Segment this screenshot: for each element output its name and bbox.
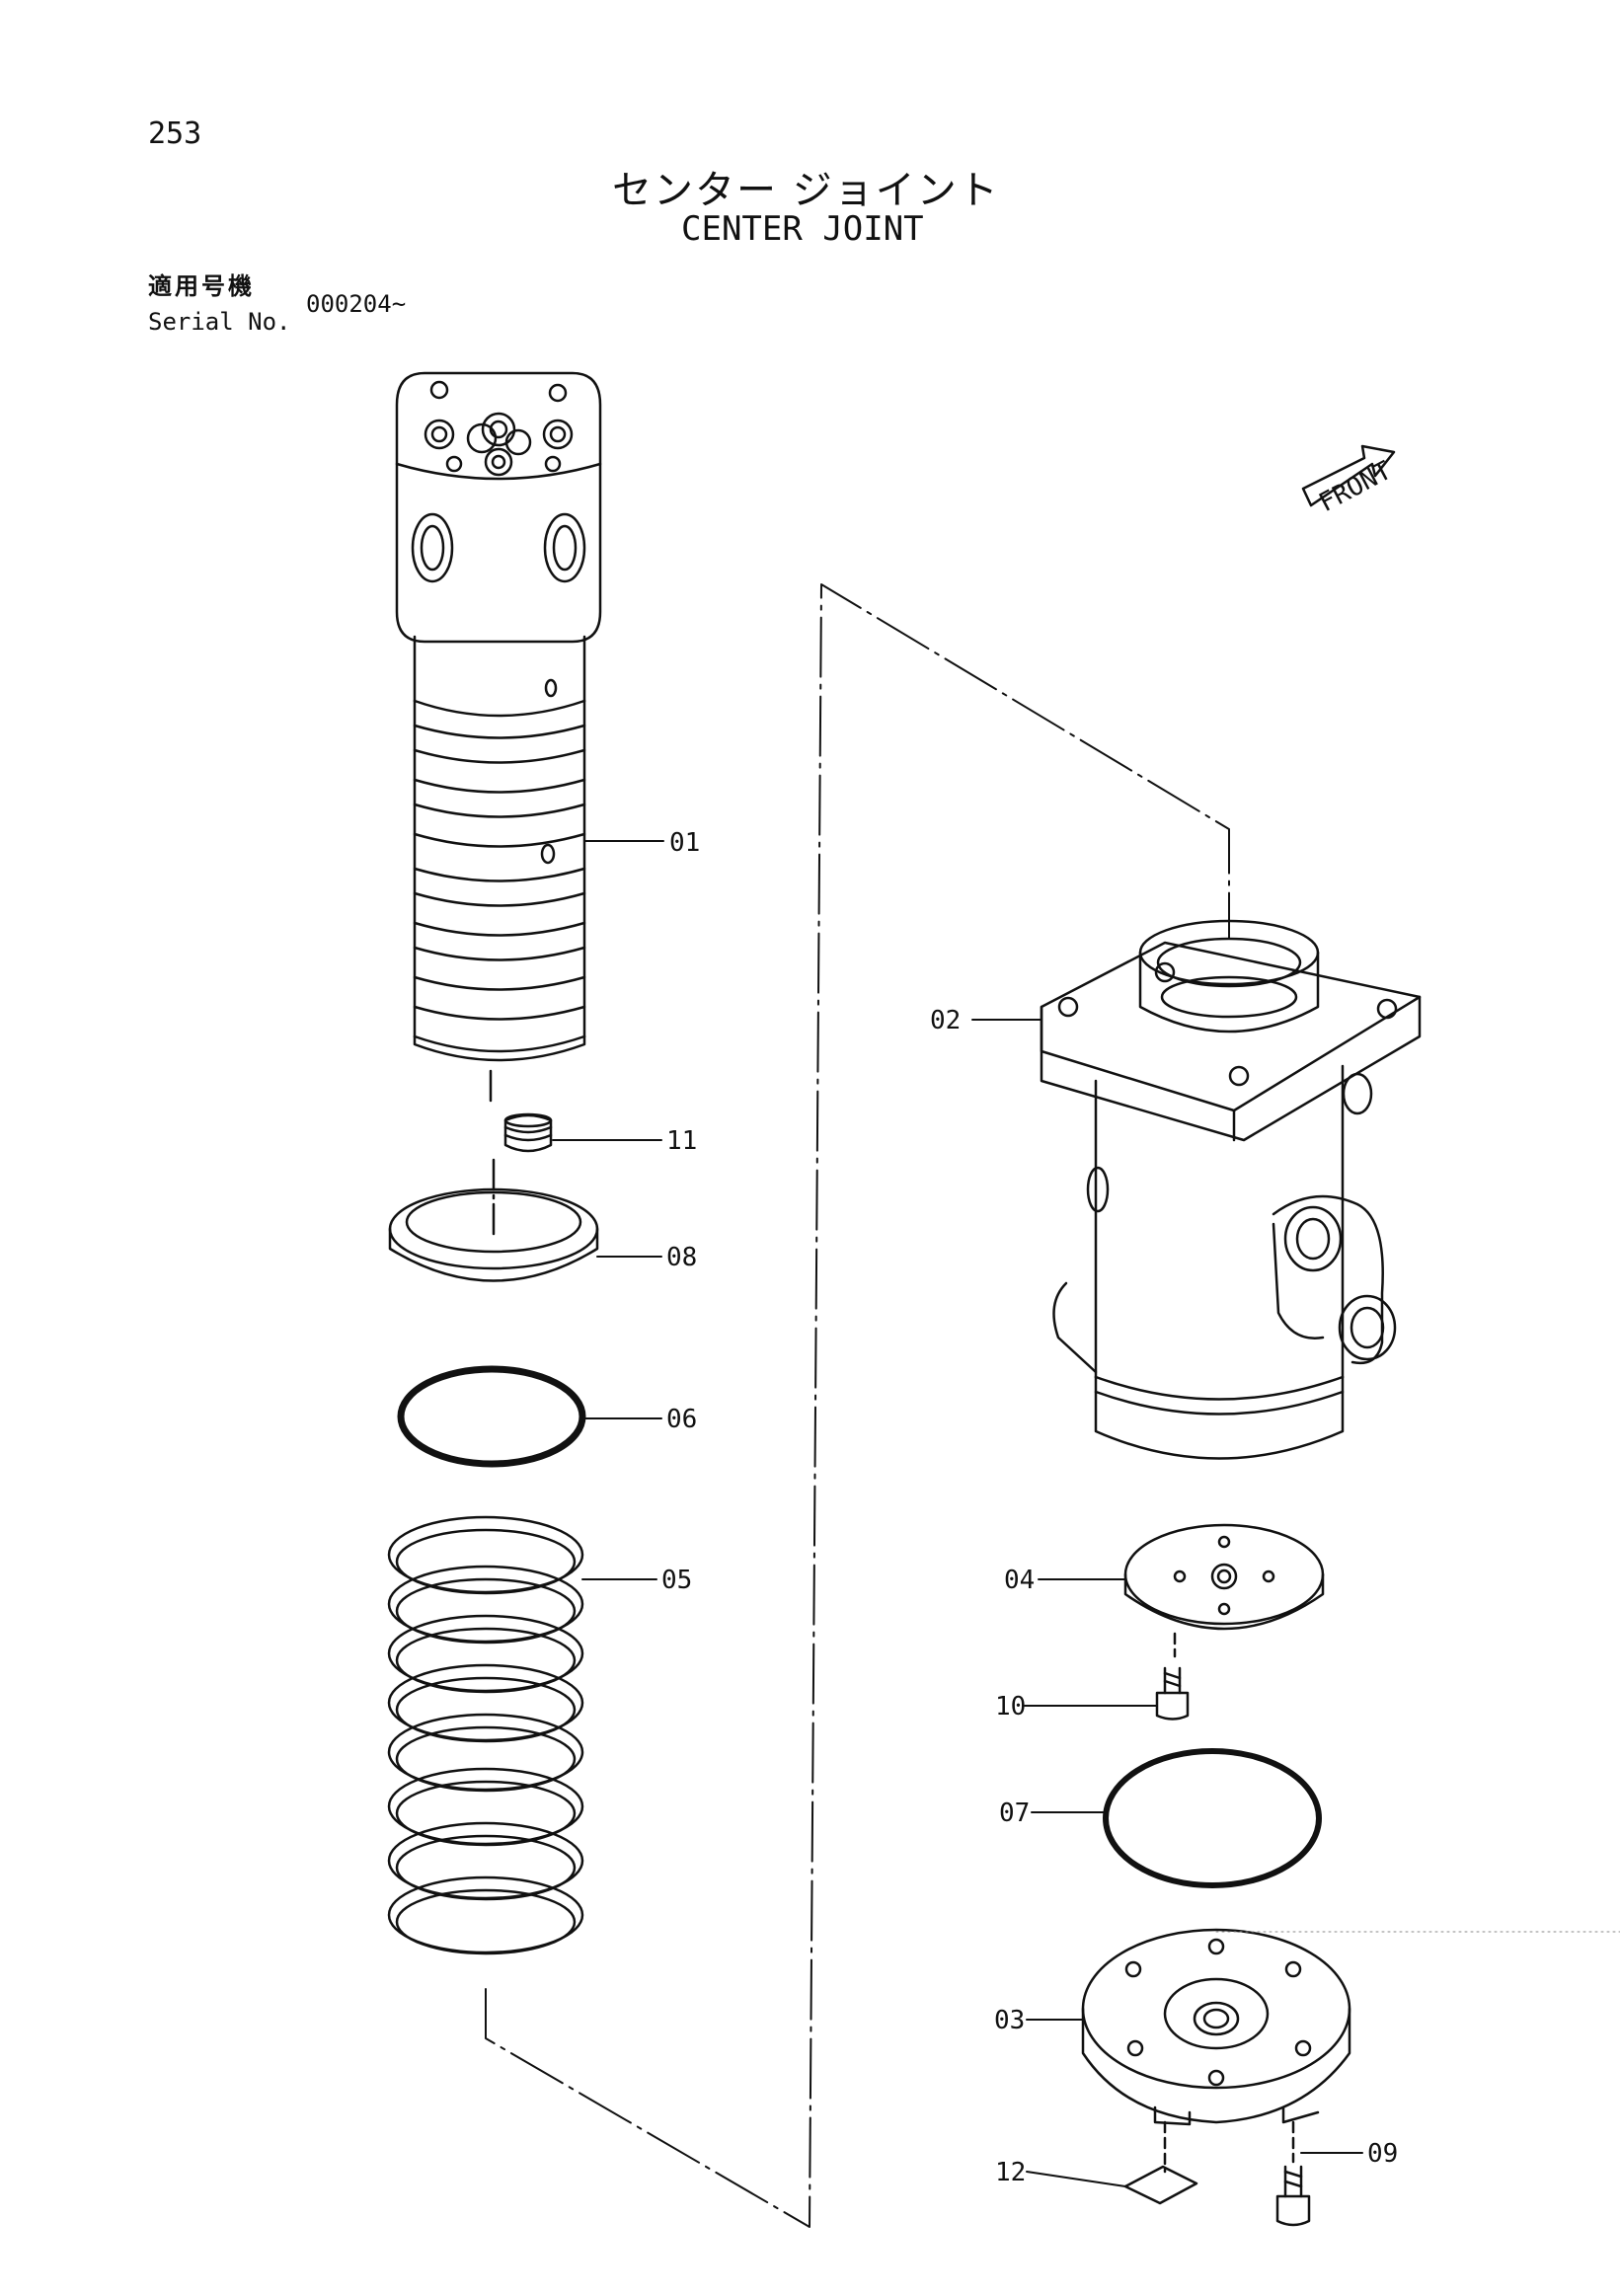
assembly-line: [485, 583, 1230, 2228]
callout-09: 09: [1367, 2139, 1398, 2169]
front-arrow-icon: FRONT: [1301, 444, 1397, 518]
o-ring-part-06: [397, 1365, 586, 1468]
serial-number-value: 000204~: [306, 290, 407, 318]
plug-part-11: [489, 1069, 553, 1153]
bolt-part-10: [1155, 1666, 1190, 1721]
callout-12: 12: [995, 2158, 1026, 2187]
front-label: FRONT: [1314, 456, 1396, 518]
body-part-02: [1040, 919, 1422, 1460]
callout-07: 07: [999, 1799, 1030, 1828]
serial-label-japanese: 適用号機: [148, 272, 255, 300]
callout-04: 04: [1004, 1566, 1035, 1595]
callout-03: 03: [994, 2006, 1025, 2035]
title-japanese: センター ジョイント: [612, 168, 1000, 213]
leader-lines: [552, 840, 1363, 2187]
plate-part-12: [1123, 2165, 1198, 2205]
bolt-part-09: [1275, 2165, 1311, 2227]
callout-08: 08: [666, 1243, 697, 1272]
o-ring-part-07: [1103, 1748, 1322, 1888]
seal-ring-stack-part-05: [387, 1515, 584, 1955]
seal-ring-part-08: [388, 1158, 599, 1282]
callout-10: 10: [995, 1692, 1026, 1722]
title-english: CENTER JOINT: [681, 209, 924, 249]
spindle-part-01: [395, 371, 602, 1062]
callout-02: 02: [930, 1006, 961, 1035]
cover-part-04: [1123, 1523, 1325, 1658]
callout-01: 01: [669, 828, 700, 858]
cover-plate-part-03: [1081, 1928, 1620, 2174]
page-number: 253: [148, 116, 202, 151]
callout-05: 05: [661, 1566, 692, 1595]
callout-11: 11: [666, 1126, 697, 1156]
serial-label-english: Serial No.: [148, 308, 291, 336]
callout-06: 06: [666, 1405, 697, 1434]
